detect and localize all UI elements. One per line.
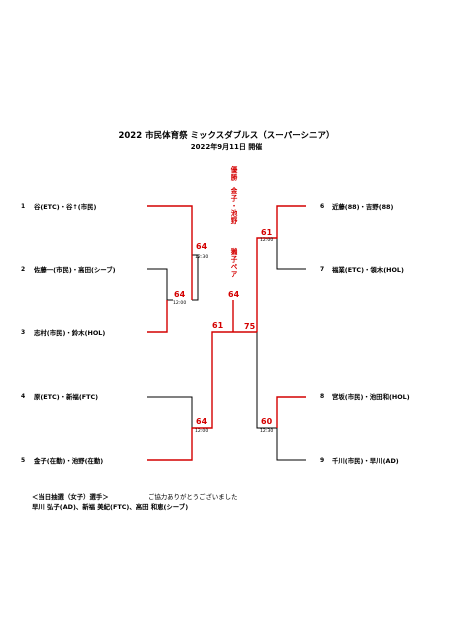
line-right-semi-bottom (256, 332, 277, 429)
entry-6-name: 近藤(88)・吉野(88) (332, 203, 394, 211)
seed-7: 7 (320, 266, 325, 273)
score-left-45: 64 (196, 417, 208, 426)
seed-8: 8 (320, 393, 325, 400)
seed-1: 1 (21, 203, 26, 210)
entry-2-name: 佐藤一(市民)・高田(シーブ) (34, 266, 116, 274)
entry-9-name: 千川(市民)・早川(AD) (332, 457, 399, 465)
entry-7-name: 福業(ETC)・領木(HOL) (332, 266, 404, 274)
entry-3-name: 志村(市民)・鈴木(HOL) (34, 329, 106, 337)
entry-5-name: 金子(在勤)・池野(在勤) (34, 457, 104, 465)
line-left-top-bottom (192, 254, 199, 301)
seed-3: 3 (21, 329, 26, 336)
score-left-top: 64 (196, 242, 208, 251)
entry-4-name: 原(ETC)・新福(FTC) (34, 393, 99, 401)
champion-label: 優勝 (229, 166, 237, 182)
line-left-5 (147, 331, 233, 461)
footer-heading: ＜当日抽選（女子）選手＞ (32, 493, 109, 501)
line-right-8 (276, 396, 306, 428)
champion-score: 64 (228, 290, 240, 299)
time-left-23: 12:00 (173, 301, 187, 306)
line-left-1 (147, 205, 193, 255)
event-date: 2022年9月11日 開催 (190, 143, 263, 151)
champion-pair: 獺子ペア (229, 248, 237, 279)
entry-1-name: 谷(ETC)・谷↑(市民) (34, 203, 97, 211)
time-right-67: 12:00 (260, 238, 274, 243)
score-right-67: 61 (261, 228, 273, 237)
seed-6: 6 (320, 203, 325, 210)
score-left-semi: 61 (212, 321, 224, 330)
seed-5: 5 (21, 457, 26, 464)
time-right-89: 12:30 (260, 429, 274, 434)
score-left-23: 64 (174, 290, 186, 299)
score-final: 75 (244, 322, 256, 331)
seed-4: 4 (21, 393, 26, 400)
line-right-9 (276, 428, 306, 461)
seed-9: 9 (320, 457, 325, 464)
time-left-top: 12:30 (195, 255, 209, 260)
footer-players: 早川 弘子(AD)、新福 美紀(FTC)、高田 和恵(シーブ) (32, 503, 189, 511)
line-right-7 (276, 238, 306, 270)
line-right-6 (256, 205, 306, 332)
entry-8-name: 宮坂(市民)・池田和(HOL) (332, 393, 410, 401)
line-left-2 (147, 268, 173, 301)
time-left-45: 12:00 (195, 429, 209, 434)
page-title: 2022 市民体育祭 ミックスダブルス（スーパーシニア） (118, 131, 335, 141)
footer-thanks: ご協力ありがとうございました (148, 493, 238, 501)
line-left-3 (147, 300, 168, 333)
champion-names: 金子・池野 (229, 187, 237, 225)
line-left-4 (147, 396, 193, 428)
seed-2: 2 (21, 266, 26, 273)
score-right-89: 60 (261, 417, 273, 426)
